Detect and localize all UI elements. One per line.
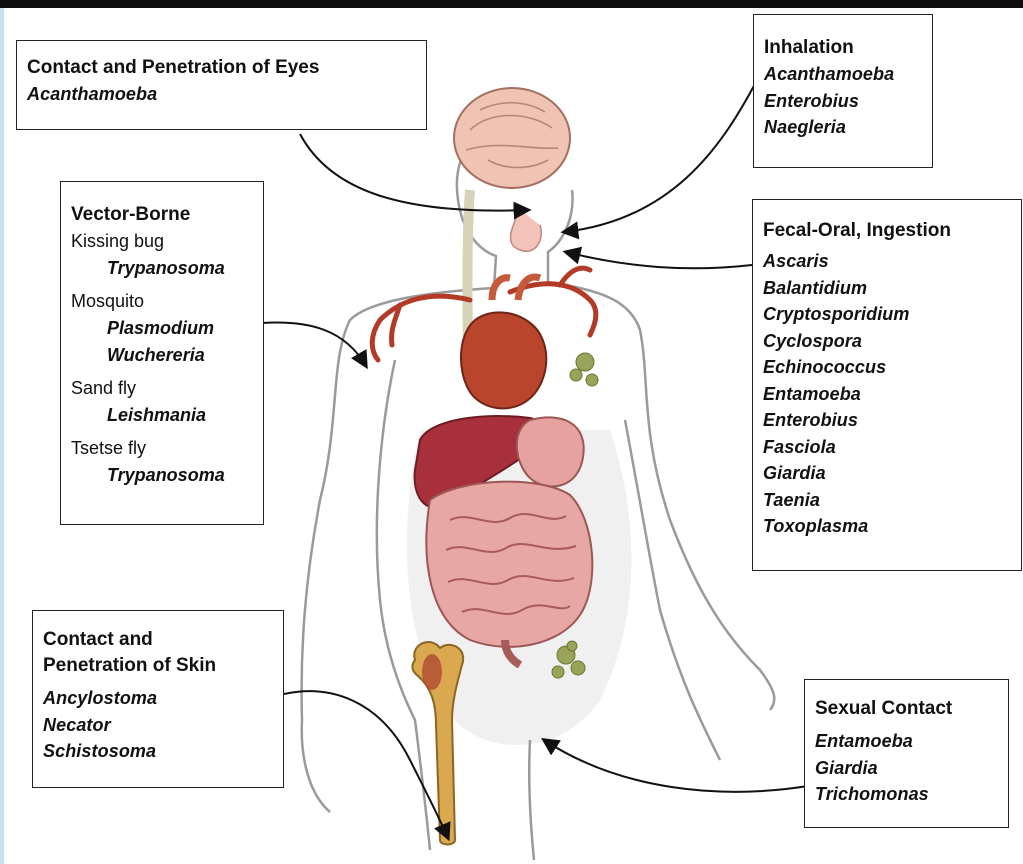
sexual-box: Sexual Contact Entamoeba Giardia Trichom… xyxy=(804,679,1009,828)
arrow-skin xyxy=(284,691,448,838)
skin-title-line2: Penetration of Skin xyxy=(43,653,273,679)
heart-icon xyxy=(461,277,546,408)
vector-box: Vector-Borne Kissing bug Trypanosoma Mos… xyxy=(60,181,264,525)
stomach-icon xyxy=(517,417,584,486)
eyes-box: Contact and Penetration of Eyes Acantham… xyxy=(16,40,427,130)
eyes-title: Contact and Penetration of Eyes xyxy=(27,55,416,81)
organism-label: Acanthamoeba xyxy=(764,61,922,88)
fecal-title: Fecal-Oral, Ingestion xyxy=(763,218,1011,244)
arrow-sexual xyxy=(544,740,808,792)
organism-label: Cryptosporidium xyxy=(763,301,1011,328)
organism-label: Echinococcus xyxy=(763,354,1011,381)
arrow-fecal xyxy=(566,252,752,268)
organism-label: Balantidium xyxy=(763,275,1011,302)
organism-label: Trypanosoma xyxy=(71,255,253,282)
sexual-title: Sexual Contact xyxy=(815,696,998,722)
arrow-inhalation xyxy=(564,82,756,232)
organism-label: Enterobius xyxy=(764,88,922,115)
organism-label: Taenia xyxy=(763,487,1011,514)
organism-label: Acanthamoeba xyxy=(27,81,416,108)
organism-label: Fasciola xyxy=(763,434,1011,461)
organism-label: Wuchereria xyxy=(71,342,253,369)
vector-name: Mosquito xyxy=(71,288,253,315)
organism-label: Giardia xyxy=(763,460,1011,487)
organism-label: Trichomonas xyxy=(815,781,998,808)
vector-name: Kissing bug xyxy=(71,228,253,255)
organism-label: Ancylostoma xyxy=(43,685,273,712)
inhalation-box: Inhalation Acanthamoeba Enterobius Naegl… xyxy=(753,14,933,168)
vector-name: Sand fly xyxy=(71,375,253,402)
skin-title-line1: Contact and xyxy=(43,627,273,653)
organism-label: Plasmodium xyxy=(71,315,253,342)
arrow-vector xyxy=(262,322,366,366)
brain-icon xyxy=(454,88,570,188)
organism-label: Schistosoma xyxy=(43,738,273,765)
inhalation-title: Inhalation xyxy=(764,35,922,61)
organism-label: Giardia xyxy=(815,755,998,782)
organism-label: Cyclospora xyxy=(763,328,1011,355)
organism-label: Necator xyxy=(43,712,273,739)
skin-box: Contact and Penetration of Skin Ancylost… xyxy=(32,610,284,788)
organism-label: Leishmania xyxy=(71,402,253,429)
vector-title: Vector-Borne xyxy=(71,202,253,228)
organism-label: Enterobius xyxy=(763,407,1011,434)
organism-label: Toxoplasma xyxy=(763,513,1011,540)
vector-name: Tsetse fly xyxy=(71,435,253,462)
organism-label: Entamoeba xyxy=(815,728,998,755)
fecal-box: Fecal-Oral, Ingestion Ascaris Balantidiu… xyxy=(752,199,1022,571)
organism-label: Naegleria xyxy=(764,114,922,141)
organism-label: Entamoeba xyxy=(763,381,1011,408)
organism-label: Ascaris xyxy=(763,248,1011,275)
organism-label: Trypanosoma xyxy=(71,462,253,489)
